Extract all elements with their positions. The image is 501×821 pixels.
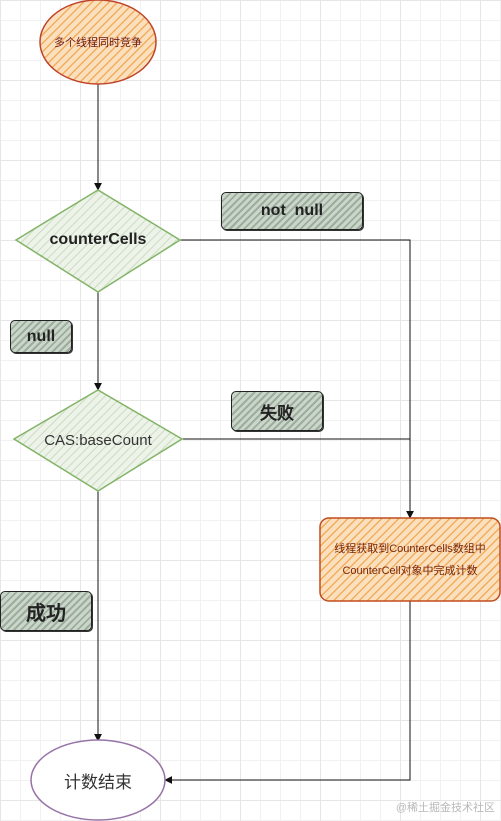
end-node-shape[interactable]: [30, 739, 166, 821]
process-counter-cell-label: 线程获取到CounterCells数组中 CounterCell对象中完成计数: [320, 530, 500, 590]
decision-counter-cells-shape[interactable]: [14, 189, 182, 293]
start-node-label: 多个线程同时竞争: [54, 37, 142, 49]
end-node-label: 计数结束: [64, 772, 132, 792]
watermark: @稀土掘金技术社区: [395, 802, 495, 814]
edge-label-not-null: not null: [221, 192, 363, 230]
edge-label-success: 成功: [0, 591, 92, 631]
edge-label-fail: 失败: [231, 391, 323, 431]
process-label-line-1: 线程获取到CounterCells数组中: [334, 543, 486, 555]
edge-label-null: null: [10, 320, 72, 353]
start-node-shape[interactable]: [39, 0, 157, 85]
decision-cas-base-count-label: CAS:baseCount: [44, 431, 152, 449]
decision-counter-cells-label: counterCells: [49, 231, 147, 248]
decision-cas-base-count-shape[interactable]: [12, 389, 184, 492]
process-counter-cell-shape[interactable]: [319, 517, 501, 602]
process-label-line-2: CounterCell对象中完成计数: [342, 565, 478, 577]
edge-process-to-end: [164, 601, 411, 784]
edge-decision1-not-null: [180, 239, 414, 519]
